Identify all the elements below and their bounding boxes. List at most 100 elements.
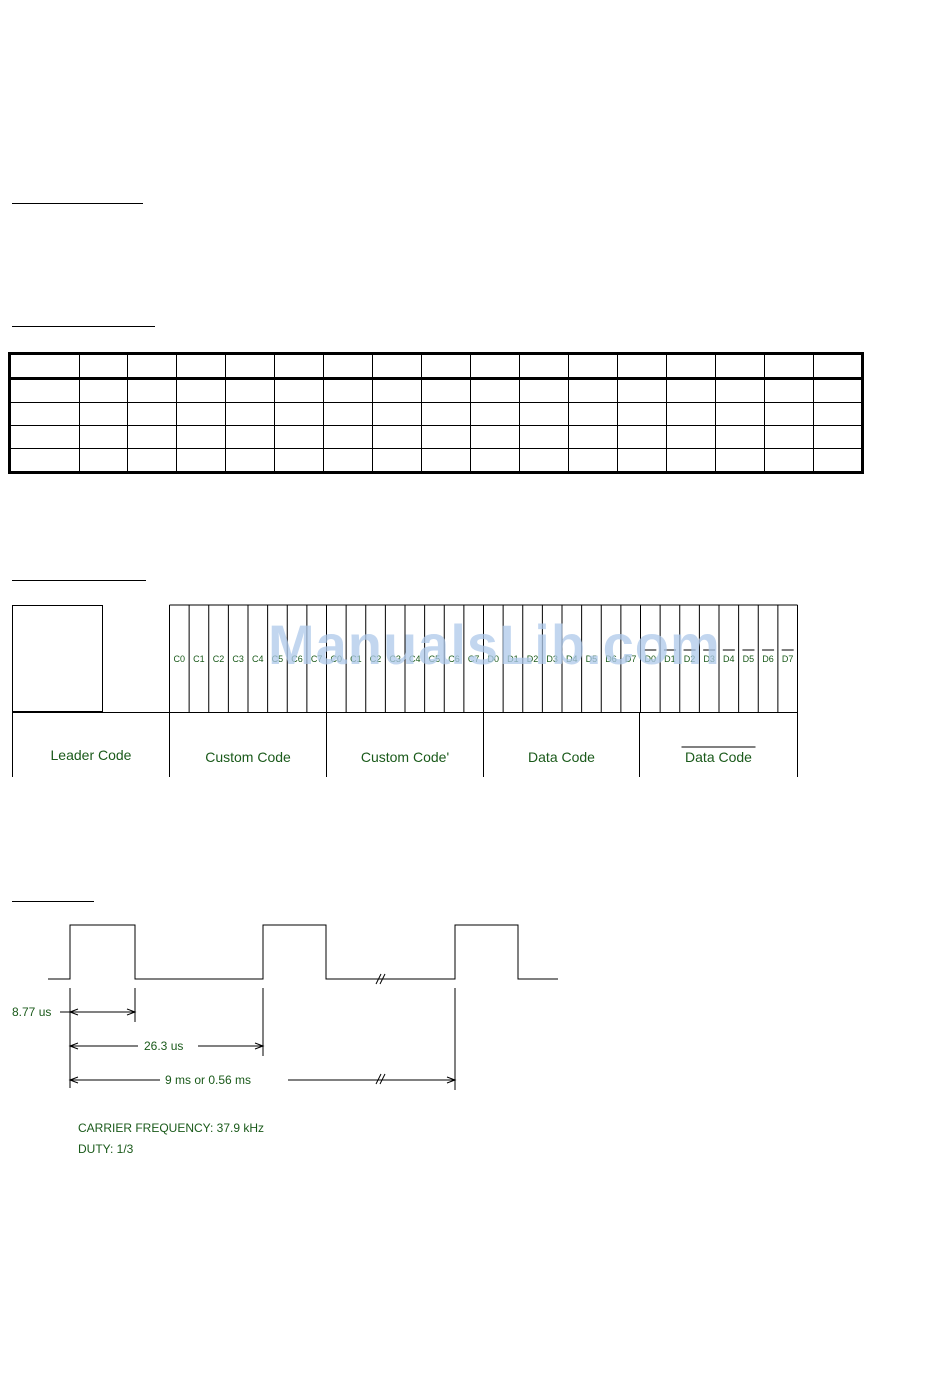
bit-label: D5 (743, 654, 755, 664)
table-row (9, 402, 863, 426)
leader-code-label: Leader Code (51, 747, 132, 763)
period-label: 26.3 us (144, 1039, 183, 1053)
table-row (9, 378, 863, 403)
table-cell (79, 448, 128, 473)
table-cell (176, 425, 226, 449)
table-cell (9, 402, 80, 426)
table-cell (715, 353, 765, 380)
break-marks (375, 973, 386, 1085)
table-cell (274, 353, 324, 380)
table-cell (9, 353, 80, 380)
bit-label: D6 (762, 654, 774, 664)
table-cell (470, 425, 520, 449)
bit-label: D1 (507, 654, 519, 664)
table-row (9, 448, 863, 473)
table-cell (225, 378, 275, 403)
table-cell (127, 425, 177, 449)
bit-label: C4 (252, 654, 264, 664)
table-cell (617, 402, 667, 426)
table-cell (274, 425, 324, 449)
bit-label: C6 (448, 654, 460, 664)
table-cell (421, 402, 471, 426)
table-cell (9, 378, 80, 403)
table-cell (813, 448, 863, 473)
extension-lines (69, 988, 456, 1090)
table-cell (323, 448, 373, 473)
section-labels: Custom Code Custom Code' Data Code Data Cod… (205, 746, 756, 765)
bit-label: C7 (468, 654, 480, 664)
table-cell (225, 425, 275, 449)
table-cell (127, 353, 177, 380)
table-cell (323, 353, 373, 380)
bit-label: D7 (782, 654, 794, 664)
table-cell (470, 402, 520, 426)
table-cell (666, 425, 716, 449)
table-cell (764, 448, 814, 473)
table-cell (225, 402, 275, 426)
section-label: Custom Code' (361, 749, 449, 765)
table-cell (715, 448, 765, 473)
table-cell (225, 353, 275, 380)
table-cell (470, 448, 520, 473)
table-cell (79, 353, 128, 380)
table-cell (519, 353, 569, 380)
bit-label: D5 (586, 654, 598, 664)
table-cell (666, 378, 716, 403)
bit-label: D3 (703, 654, 715, 664)
bit-label: C0 (174, 654, 186, 664)
table-cell (323, 425, 373, 449)
bit-label: C5 (272, 654, 284, 664)
high-time-label: 8.77 us (12, 1005, 51, 1019)
table-cell (372, 425, 422, 449)
table-cell (9, 425, 80, 449)
table-cell (372, 448, 422, 473)
table-cell (79, 425, 128, 449)
table-cell (617, 353, 667, 380)
table-cell (764, 378, 814, 403)
bit-label: C0 (331, 654, 343, 664)
duty-label: DUTY: 1/3 (78, 1142, 134, 1156)
table-cell (127, 378, 177, 403)
table-cell (176, 378, 226, 403)
bit-label: C3 (232, 654, 244, 664)
table-cell (666, 448, 716, 473)
bit-label: D4 (723, 654, 735, 664)
section-label: Custom Code (205, 749, 291, 765)
bit-label: C7 (311, 654, 323, 664)
table-cell (274, 448, 324, 473)
table-cell (813, 378, 863, 403)
table-cell (568, 448, 618, 473)
section-rule-1 (12, 203, 143, 204)
table-cell (715, 425, 765, 449)
table-cell (666, 402, 716, 426)
bit-label: D4 (566, 654, 578, 664)
table-cell (176, 402, 226, 426)
table-row (9, 425, 863, 449)
bit-label: D2 (684, 654, 696, 664)
table-cell (225, 448, 275, 473)
table-cell (323, 402, 373, 426)
bit-label: D1 (664, 654, 676, 664)
burst-length-label: 9 ms or 0.56 ms (165, 1073, 251, 1087)
table-cell (568, 378, 618, 403)
table-cell (176, 448, 226, 473)
table-cell (519, 425, 569, 449)
bit-label: D7 (625, 654, 637, 664)
empty-grid-table (8, 352, 864, 474)
bit-label: D6 (605, 654, 617, 664)
table-cell (617, 448, 667, 473)
table-cell (813, 425, 863, 449)
table-cell (568, 353, 618, 380)
carrier-frequency-label: CARRIER FREQUENCY: 37.9 kHz (78, 1121, 264, 1135)
bit-label: D3 (546, 654, 558, 664)
table-cell (519, 448, 569, 473)
table-cell (568, 402, 618, 426)
carrier-waveform (48, 924, 558, 980)
table-cell (764, 353, 814, 380)
section-label: Data Code (528, 749, 595, 765)
table-cell (715, 378, 765, 403)
section-label: Data Code (685, 749, 752, 765)
table-cell (421, 378, 471, 403)
table-cell (127, 402, 177, 426)
